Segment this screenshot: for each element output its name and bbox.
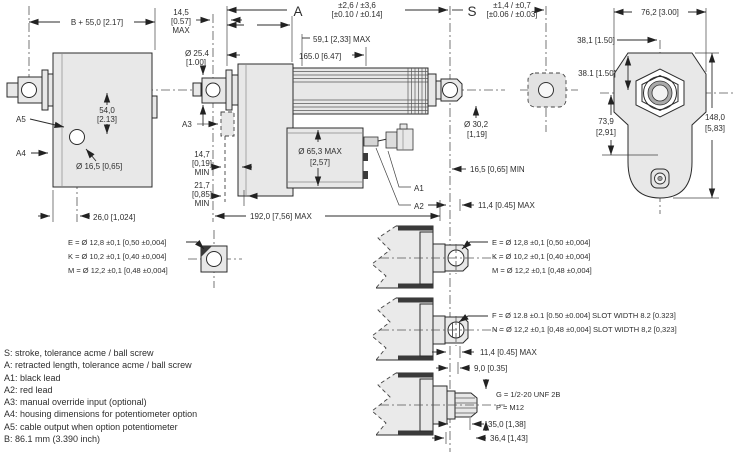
tolerance-a: ±2,6 / ±3,6 xyxy=(338,1,376,10)
dimension-texts: B + 55,0 [2.17] 14,5 [0.57] MAX A ±2,6 /… xyxy=(16,1,726,443)
dim-54-0: 54,0 xyxy=(99,106,115,115)
svg-text:[2,91]: [2,91] xyxy=(596,128,616,137)
spec-e: E = Ø 12,8 ±0,1 [0,50 ±0,004] xyxy=(492,238,591,247)
dim-65-3: Ø 65,3 MAX xyxy=(298,147,342,156)
a2-leader xyxy=(375,147,411,206)
dim-36-4: 36,4 [1,43] xyxy=(490,434,528,443)
dim-9-0: 9,0 [0.35] xyxy=(474,364,507,373)
label-a3: A3 xyxy=(182,120,192,129)
dim-16-5-cable: Ø 16,5 [0,65] xyxy=(76,162,122,171)
legend-line-s: S: stroke, tolerance acme / ball screw xyxy=(4,348,154,358)
label-a1: A1 xyxy=(414,184,424,193)
svg-text:MIN: MIN xyxy=(195,168,210,177)
dim-14-5: 14,5 xyxy=(173,8,189,17)
svg-text:[0,19]: [0,19] xyxy=(192,159,212,168)
rod-end-detail-ekm xyxy=(186,240,228,273)
rod-end-variant-gp xyxy=(371,372,505,444)
legend-line-a3: A3: manual override input (optional) xyxy=(4,397,147,408)
dim-59-1: 59,1 [2,33] MAX xyxy=(313,35,371,44)
main-side-view xyxy=(192,63,463,202)
dim-b-plus-55: B + 55,0 [2.17] xyxy=(71,18,123,27)
label-s: S xyxy=(467,4,476,19)
dim-14-7: 14,7 xyxy=(194,150,210,159)
dim-38-1-side: 38.1 [1.50] xyxy=(578,69,616,78)
dim-25-4: Ø 25.4 xyxy=(185,49,210,58)
dim-30-2: Ø 30,2 xyxy=(464,120,489,129)
wire-stub xyxy=(363,136,379,147)
dim-165-0: 165.0 [6.47] xyxy=(299,52,341,61)
cable-output-hole xyxy=(69,129,85,145)
rod-end-variant-fn xyxy=(371,297,500,374)
dim-11-4-upper: 11,4 [0.45] MAX xyxy=(478,201,535,210)
tolerance-s: ±1,4 / ±0,7 xyxy=(493,1,531,10)
spec-k: K = Ø 10,2 ±0,1 [0,40 ±0,004] xyxy=(492,252,591,261)
manual-override-port xyxy=(220,111,235,137)
dim-38-1-top: 38,1 [1.50] xyxy=(577,36,615,45)
spec-f: F = Ø 12.8 ±0.1 [0.50 ±0.004] SLOT WIDTH… xyxy=(492,311,676,320)
dim-16-5-min: 16,5 [0,65] MIN xyxy=(470,165,525,174)
gear-housing xyxy=(237,63,294,197)
spec-k-left: K = Ø 10,2 ±0,1 [0,40 ±0,004] xyxy=(68,252,167,261)
left-side-view xyxy=(6,52,158,188)
dim-35-0: 35,0 [1,38] xyxy=(488,420,526,429)
cylinder-tube xyxy=(292,67,429,115)
main-view-dimensions xyxy=(197,34,480,221)
legend-line-b: B: 86.1 mm (3.390 inch) xyxy=(4,434,101,445)
rod-end-variant-ekm xyxy=(371,225,500,289)
legend-line-a: A: retracted length, tolerance acme / ba… xyxy=(4,360,192,371)
connector-plug xyxy=(396,128,414,151)
a1-leader xyxy=(387,150,411,188)
label-a2: A2 xyxy=(414,202,424,211)
end-view-dimensions xyxy=(602,8,719,199)
spec-g: G = 1/2-20 UNF 2B xyxy=(496,390,560,399)
dim-11-4-lower: 11,4 [0.45] MAX xyxy=(480,348,537,357)
legend-line-a5: A5: cable output when option potentiomet… xyxy=(4,421,178,432)
spec-m: M = Ø 12,2 ±0,1 [0,48 ±0,004] xyxy=(492,266,592,275)
svg-text:MAX: MAX xyxy=(172,26,190,35)
label-a5: A5 xyxy=(16,115,26,124)
front-end-view xyxy=(613,52,707,199)
label-a4: A4 xyxy=(16,149,26,158)
svg-text:[5,83]: [5,83] xyxy=(705,124,725,133)
legend: S: stroke, tolerance acme / ball screw A… xyxy=(4,347,334,445)
label-a: A xyxy=(293,4,302,19)
dim-192-0: 192,0 [7,56] MAX xyxy=(250,212,312,221)
svg-text:[2.13]: [2.13] xyxy=(97,115,117,124)
svg-text:[±0.10 / ±0.14]: [±0.10 / ±0.14] xyxy=(331,10,382,19)
extended-position-phantom xyxy=(527,72,567,108)
svg-text:[±0.06 / ±0.03]: [±0.06 / ±0.03] xyxy=(486,10,537,19)
dim-76-2: 76,2 [3.00] xyxy=(641,8,679,17)
legend-line-a2: A2: red lead xyxy=(4,384,53,395)
legend-line-a1: A1: black lead xyxy=(4,372,61,383)
dim-73-9: 73,9 xyxy=(598,117,614,126)
left-view-dimensions xyxy=(29,8,156,222)
svg-text:[1,19]: [1,19] xyxy=(467,130,487,139)
legend-line-a4: A4: housing dimensions for potentiometer… xyxy=(4,409,198,420)
dim-21-7: 21,7 xyxy=(194,181,210,190)
dim-26-0: 26,0 [1,024] xyxy=(93,213,135,222)
svg-text:[1.00]: [1.00] xyxy=(186,58,206,67)
spec-m-left: M = Ø 12,2 ±0,1 [0,48 ±0,004] xyxy=(68,266,168,275)
spec-e-left: E = Ø 12,8 ±0,1 [0,50 ±0,004] xyxy=(68,238,167,247)
svg-text:[2,57]: [2,57] xyxy=(310,158,330,167)
svg-text:[0,85]: [0,85] xyxy=(192,190,212,199)
spec-p: P = M12 xyxy=(496,403,524,412)
svg-text:[0.57]: [0.57] xyxy=(171,17,191,26)
spec-n: N = Ø 12,2 ±0,1 [0,48 ±0,004] SLOT WIDTH… xyxy=(492,325,677,334)
dim-148-0: 148,0 xyxy=(705,113,726,122)
svg-text:MIN: MIN xyxy=(195,199,210,208)
